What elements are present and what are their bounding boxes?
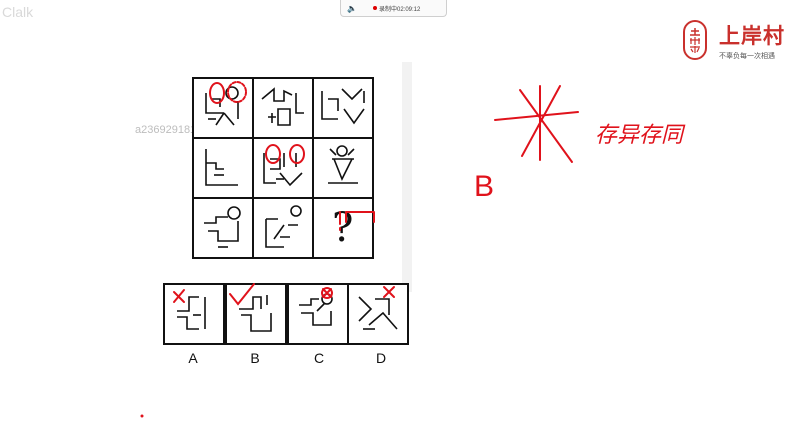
option-a-figure[interactable]: [163, 283, 225, 345]
figure-2-2: [263, 153, 303, 187]
grid-cell-3-1: [192, 197, 254, 259]
figure-2-3: [328, 145, 358, 184]
option-c-label: C: [313, 350, 325, 366]
asterisk-stroke-3: [521, 85, 561, 157]
grid-cell-3-3-question: ?: [312, 197, 374, 259]
figure-option-d: [358, 296, 398, 330]
figure-1-3: [321, 88, 365, 125]
brand-logo: 上岸村 不辜负每一次相遇: [683, 20, 793, 64]
figure-1-2: [261, 87, 304, 126]
grid-cell-1-3: [312, 77, 374, 139]
figure-2-1: [205, 149, 238, 186]
stray-dot: [140, 414, 144, 418]
speaker-icon[interactable]: 🔈: [347, 3, 357, 13]
figure-option-c: [299, 293, 333, 326]
record-dot-icon: [373, 6, 377, 10]
recording-indicator[interactable]: 🔈 录制中02:09:12: [340, 0, 447, 17]
option-a-label: A: [188, 350, 198, 366]
figure-1-1: [205, 86, 239, 126]
panel-divider: [402, 62, 412, 292]
grid-cell-2-1: [192, 137, 254, 199]
grid-cell-2-2: [252, 137, 314, 199]
grid-cell-3-2: [252, 197, 314, 259]
option-d-label: D: [375, 350, 387, 366]
brand-name: 上岸村: [719, 25, 785, 48]
recording-label: 录制中02:09:12: [379, 6, 421, 13]
option-d-figure[interactable]: [347, 283, 409, 345]
seal-logo: [683, 20, 707, 60]
brand-slogan: 不辜负每一次相遇: [719, 53, 775, 60]
grid-cell-1-2: [252, 77, 314, 139]
app-watermark: Clalk: [2, 4, 34, 20]
figure-option-a: [177, 296, 206, 330]
option-b-figure[interactable]: [225, 283, 287, 345]
option-b-label: B: [250, 350, 260, 366]
grid-cell-1-1: [192, 77, 254, 139]
user-watermark: a236929181: [135, 124, 197, 136]
asterisk-stroke-2: [519, 89, 573, 163]
note-annotation: 存异存同: [595, 123, 684, 148]
figure-3-2: [265, 205, 302, 248]
asterisk-stroke-1: [494, 111, 579, 121]
figure-option-b: [239, 295, 272, 332]
answer-annotation: B: [474, 170, 495, 203]
question-mark: ?: [332, 205, 354, 251]
option-c-figure[interactable]: [287, 283, 349, 345]
grid-cell-2-3: [312, 137, 374, 199]
figure-3-1: [204, 206, 241, 248]
